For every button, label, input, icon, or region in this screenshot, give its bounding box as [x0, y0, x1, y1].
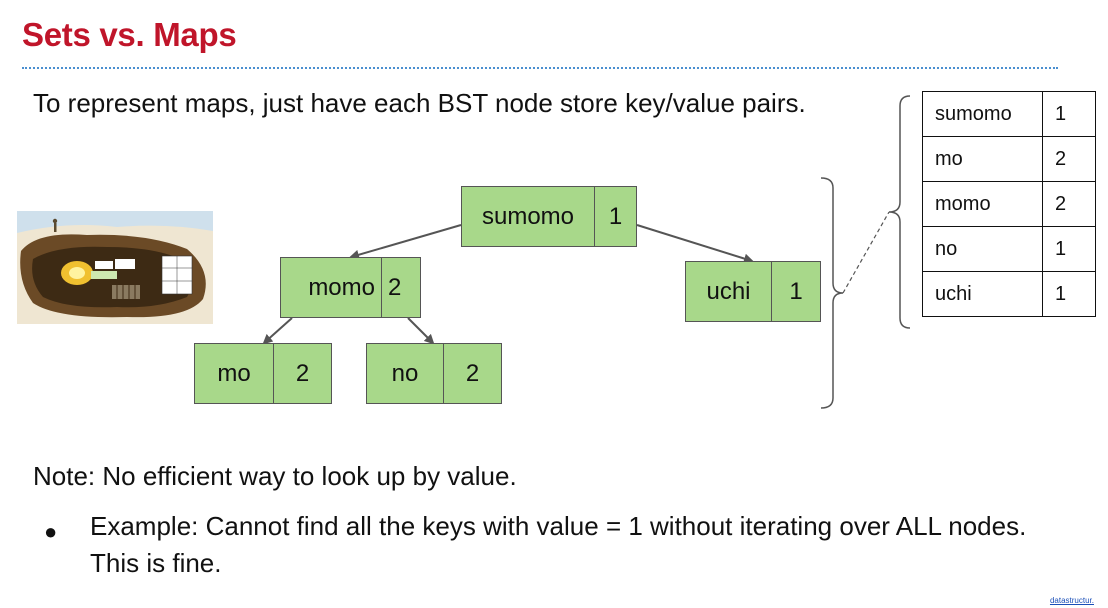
- table-value-cell: 1: [1042, 271, 1096, 317]
- edge-momo-mo: [262, 317, 293, 345]
- bst-node-no: no 2: [366, 343, 502, 404]
- table-key-cell: no: [922, 226, 1043, 272]
- bst-node-uchi: uchi 1: [685, 261, 821, 322]
- node-key: no: [391, 359, 419, 387]
- table-value-cell: 2: [1042, 181, 1096, 227]
- node-value: 1: [594, 187, 636, 246]
- bullet-text: Example: Cannot find all the keys with v…: [90, 511, 1027, 578]
- table-key-cell: uchi: [922, 271, 1043, 317]
- table-row: no 1: [922, 226, 1096, 272]
- note-text: Note: No efficient way to look up by val…: [33, 461, 517, 491]
- table-bracket: [888, 95, 911, 329]
- edge-sumomo-uchi: [636, 224, 754, 264]
- bracket-connector: [842, 211, 890, 294]
- edge-momo-no: [407, 317, 435, 345]
- edge-sumomo-momo: [349, 224, 462, 260]
- node-key: momo: [308, 273, 375, 301]
- map-table: sumomo 1 mo 2 momo 2 no 1 uchi 1: [922, 91, 1096, 317]
- node-value: 2: [381, 258, 420, 317]
- bst-node-sumomo: sumomo 1: [461, 186, 637, 247]
- table-row: mo 2: [922, 136, 1096, 182]
- bst-node-momo: momo 2: [280, 257, 421, 318]
- node-value: 2: [273, 344, 331, 403]
- node-value: 2: [443, 344, 501, 403]
- slide-title: Sets vs. Maps: [22, 16, 237, 53]
- title-divider: [22, 67, 1058, 69]
- footer-link[interactable]: datastructur.: [1049, 596, 1094, 605]
- table-value-cell: 1: [1042, 226, 1096, 272]
- bullet-icon: ●: [44, 519, 58, 544]
- table-row: sumomo 1: [922, 91, 1096, 137]
- node-key: sumomo: [481, 202, 575, 230]
- table-key-cell: mo: [922, 136, 1043, 182]
- table-row: momo 2: [922, 181, 1096, 227]
- cave-illustration-icon: [17, 211, 213, 324]
- table-row: uchi 1: [922, 271, 1096, 317]
- node-key: mo: [217, 359, 251, 387]
- node-value: 1: [771, 262, 820, 321]
- tree-bracket: [820, 177, 844, 409]
- intro-text: To represent maps, just have each BST no…: [33, 88, 806, 118]
- table-key-cell: sumomo: [922, 91, 1043, 137]
- node-key: uchi: [706, 277, 751, 305]
- table-value-cell: 1: [1042, 91, 1096, 137]
- table-value-cell: 2: [1042, 136, 1096, 182]
- bst-node-mo: mo 2: [194, 343, 332, 404]
- table-key-cell: momo: [922, 181, 1043, 227]
